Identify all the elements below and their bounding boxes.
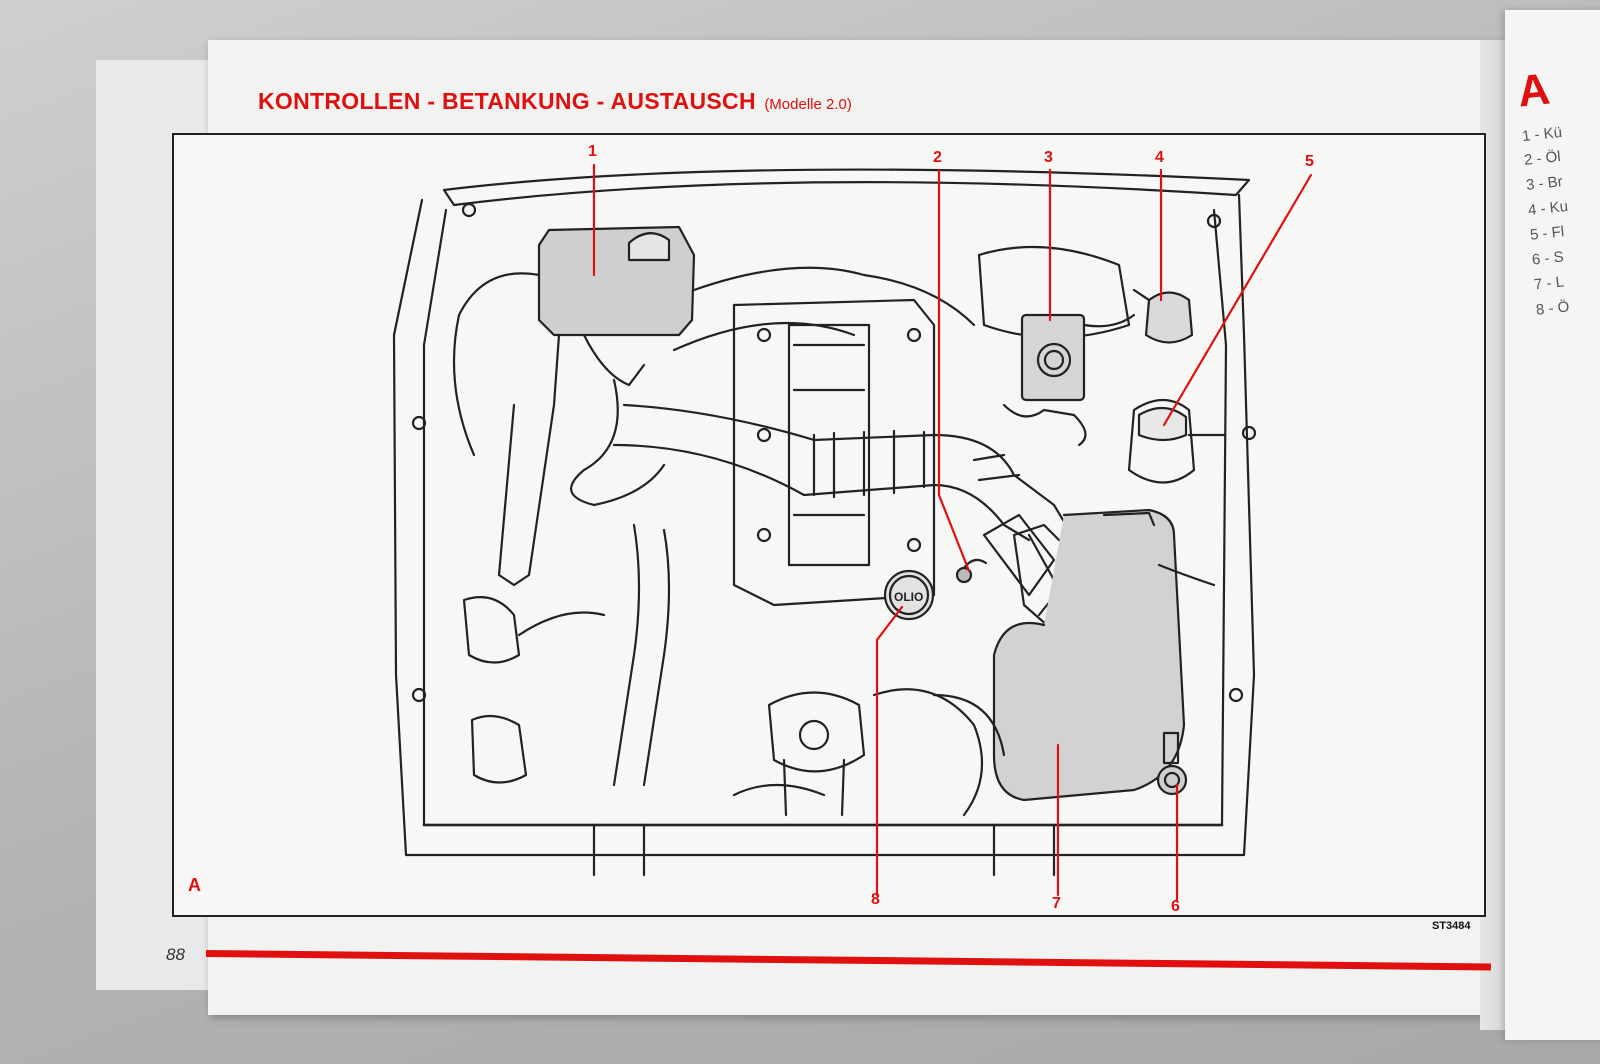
callout-8: 8 xyxy=(871,891,880,908)
air-filter-box xyxy=(992,508,1186,802)
oil-filler-cap xyxy=(883,569,935,621)
brake-fluid-reservoir xyxy=(1020,313,1086,402)
page-heading: KONTROLLEN - BETANKUNG - AUSTAUSCH (Mode… xyxy=(258,88,852,115)
clutch-fluid-reservoir xyxy=(1144,291,1194,344)
drain-plug xyxy=(1156,764,1188,796)
right-page-item: 5 - Fl xyxy=(1529,223,1565,244)
engine-diagram-frame: OLIO 1 2 3 4 5 6 7 8 A ST3484 xyxy=(172,133,1486,932)
distributor xyxy=(767,691,866,773)
oil-cap-label: OLIO xyxy=(894,590,923,604)
page-number: 88 xyxy=(166,945,185,964)
right-page-letter: A xyxy=(1515,64,1553,117)
power-steering-reservoir xyxy=(1127,398,1196,484)
leader-2 xyxy=(937,168,971,573)
callout-7: 7 xyxy=(1052,895,1061,912)
figure-code: ST3484 xyxy=(1432,920,1471,932)
callout-3: 3 xyxy=(1044,149,1053,166)
callout-6: 6 xyxy=(1171,898,1180,915)
callout-5: 5 xyxy=(1305,153,1314,170)
right-page-item: 7 - L xyxy=(1533,273,1565,294)
right-page xyxy=(1505,10,1600,1040)
brake-booster xyxy=(977,245,1131,339)
coolant-reservoir xyxy=(537,225,696,337)
heading-subtitle: (Modelle 2.0) xyxy=(764,96,852,113)
leader-8 xyxy=(875,605,904,897)
callout-4: 4 xyxy=(1155,149,1164,166)
leader-5 xyxy=(1162,173,1313,427)
callout-2: 2 xyxy=(933,149,942,166)
front-left-mount xyxy=(462,596,521,664)
figure-letter: A xyxy=(188,875,201,895)
drain-plug-stem xyxy=(1162,731,1180,765)
intake-tube xyxy=(622,403,1071,532)
right-page-item: 6 - S xyxy=(1531,248,1565,269)
engine-bay-outline xyxy=(392,193,1256,857)
hood-front-edge xyxy=(442,168,1251,207)
callout-1: 1 xyxy=(588,143,597,160)
engine-bay-drawing: OLIO xyxy=(392,163,1313,902)
right-page-item: 8 - Ö xyxy=(1535,298,1571,319)
heading-main: KONTROLLEN - BETANKUNG - AUSTAUSCH xyxy=(258,88,756,114)
